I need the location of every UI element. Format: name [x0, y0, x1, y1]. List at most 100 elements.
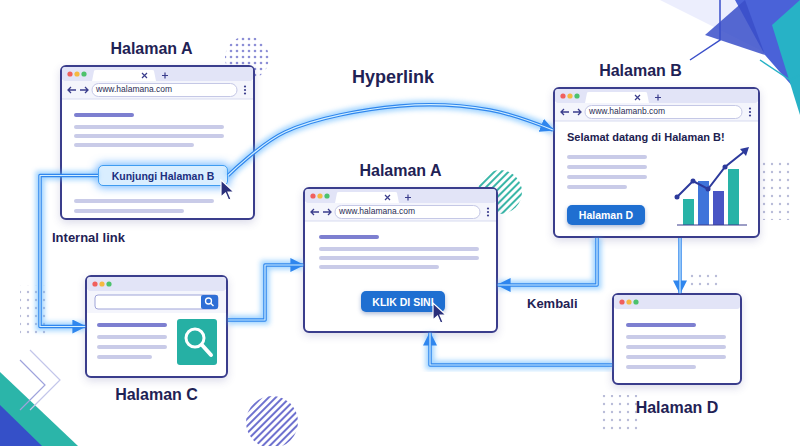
browser-window: Halaman D: [612, 293, 742, 385]
window-heading: Halaman A: [275, 162, 526, 180]
window-dot: [324, 193, 329, 198]
window-dot: [567, 93, 572, 98]
connector-group: [228, 265, 303, 320]
striped-circle: [246, 396, 298, 446]
connector-group: [228, 105, 553, 176]
corner-line: [690, 0, 720, 60]
window-dot: [99, 281, 104, 286]
placeholder-line: [74, 113, 134, 117]
welcome-text: Selamat datang di Halaman B!: [567, 131, 750, 144]
placeholder-line: [74, 143, 194, 147]
placeholder-line: [626, 335, 726, 339]
placeholder-line: [97, 335, 167, 339]
connector-glow: [430, 333, 612, 365]
chart-bar: [683, 199, 694, 225]
search-bar: [95, 295, 218, 309]
window-chrome: [87, 277, 226, 376]
title-bar: [305, 189, 496, 203]
link-connector: [228, 265, 303, 320]
placeholder-line: [74, 134, 224, 138]
placeholder-line: [626, 365, 696, 369]
address-row: [62, 81, 253, 99]
window-dot: [633, 299, 638, 304]
connector-highlight: [430, 333, 612, 365]
connector-glow: [40, 176, 98, 327]
connector-glow: [228, 105, 553, 176]
edge-label: Internal link: [52, 231, 125, 245]
placeholder-line: [74, 209, 184, 213]
dot-grid: [762, 160, 792, 220]
browser-tab: [585, 92, 649, 103]
address-bar: [585, 106, 742, 119]
search-button: [201, 295, 218, 309]
new-tab-icon: [655, 95, 661, 101]
corner-line: [30, 350, 60, 410]
browser-window: KLIK DI SINIHalaman Awww.halamana.com: [303, 187, 498, 333]
window-heading: Halaman A: [26, 40, 277, 58]
connector-glow: [498, 238, 597, 285]
back-arrow-icon: [68, 87, 76, 93]
link-connector: [678, 238, 682, 293]
menu-dot: [244, 89, 246, 91]
connector-glow: [228, 265, 303, 320]
forward-arrow-icon: [80, 87, 88, 93]
dot-grid: [690, 270, 722, 290]
connector-group: [680, 238, 681, 293]
mouse-cursor: [221, 180, 234, 200]
placeholder-line: [567, 185, 627, 189]
placeholder-line: [319, 265, 439, 269]
connector-group: [40, 176, 98, 327]
window-dot: [317, 193, 322, 198]
link-connector: [430, 333, 612, 365]
trend-line: [677, 151, 745, 197]
placeholder-line: [567, 155, 647, 159]
search-icon: [211, 303, 214, 306]
corner-line: [760, 60, 800, 80]
window-chrome: [614, 295, 740, 383]
menu-dot: [244, 85, 246, 87]
corner-shape: [0, 372, 78, 446]
placeholder-line: [626, 323, 696, 327]
chart-bar: [728, 169, 739, 225]
placeholder-line: [626, 355, 726, 359]
connector-highlight: [228, 265, 303, 320]
address-bar: [335, 206, 480, 219]
dot-grid: [598, 395, 642, 431]
button-label: Kunjungi Halaman B: [99, 170, 227, 182]
window-dot: [626, 299, 631, 304]
connector-group: [430, 333, 612, 365]
browser-window: Halaman C: [85, 275, 228, 378]
browser-window: Halaman DHalaman Bwww.halamanb.comSelama…: [553, 87, 760, 238]
window-dot: [81, 71, 86, 76]
button-label: Halaman D: [567, 209, 645, 221]
window-dot: [92, 281, 97, 286]
link-connector: [40, 176, 98, 327]
title-bar: [62, 67, 253, 81]
search-icon: [206, 298, 212, 304]
link-button: Halaman D: [567, 205, 645, 225]
browser-tab: [92, 70, 156, 81]
back-arrow-icon: [561, 109, 569, 115]
trend-point: [691, 179, 696, 184]
connector-highlight: [679, 238, 680, 293]
window-dot: [106, 281, 111, 286]
placeholder-line: [97, 323, 167, 327]
link-connector: [228, 105, 553, 176]
window-heading: Halaman B: [509, 62, 772, 80]
placeholder-line: [97, 355, 152, 359]
connector-highlight: [498, 238, 597, 285]
placeholder-line: [319, 235, 379, 239]
menu-dot: [487, 207, 489, 209]
magnifier-icon: [202, 345, 211, 355]
divider-line: [62, 99, 253, 100]
window-heading: Halaman C: [57, 386, 256, 404]
forward-arrow-icon: [323, 209, 331, 215]
link-connector: [498, 238, 597, 285]
corner-shape: [772, 0, 800, 115]
link-button: Kunjungi Halaman B: [98, 165, 228, 186]
window-dot: [74, 71, 79, 76]
trend-arrow: [740, 147, 749, 156]
